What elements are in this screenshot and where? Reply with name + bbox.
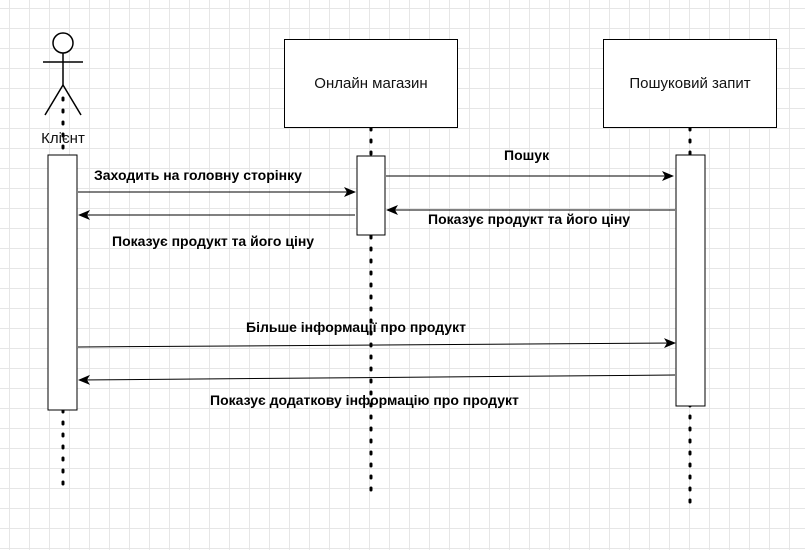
activation-shop: [356, 155, 386, 236]
message-label: Заходить на головну сторінку: [94, 167, 302, 183]
participant-shop: Онлайн магазин: [284, 39, 458, 128]
message-label: Показує продукт та його ціну: [112, 233, 315, 249]
message-label: Показує додаткову інформацію про продукт: [210, 392, 519, 408]
activation-client: [47, 154, 78, 411]
message-label: Показує продукт та його ціну: [428, 211, 631, 227]
message-label: Пошук: [504, 147, 550, 163]
activation-search: [675, 154, 706, 407]
participant-search: Пошуковий запит: [603, 39, 777, 128]
participant-shop-label: Онлайн магазин: [314, 75, 428, 92]
message-arrow: [78, 374, 676, 385]
message-label: Більше інформації про продукт: [246, 319, 466, 335]
message-arrow: [77, 338, 676, 349]
actor-client-label: Клієнт: [41, 130, 85, 147]
participant-search-label: Пошуковий запит: [629, 75, 751, 92]
actor-icon: [43, 32, 83, 116]
